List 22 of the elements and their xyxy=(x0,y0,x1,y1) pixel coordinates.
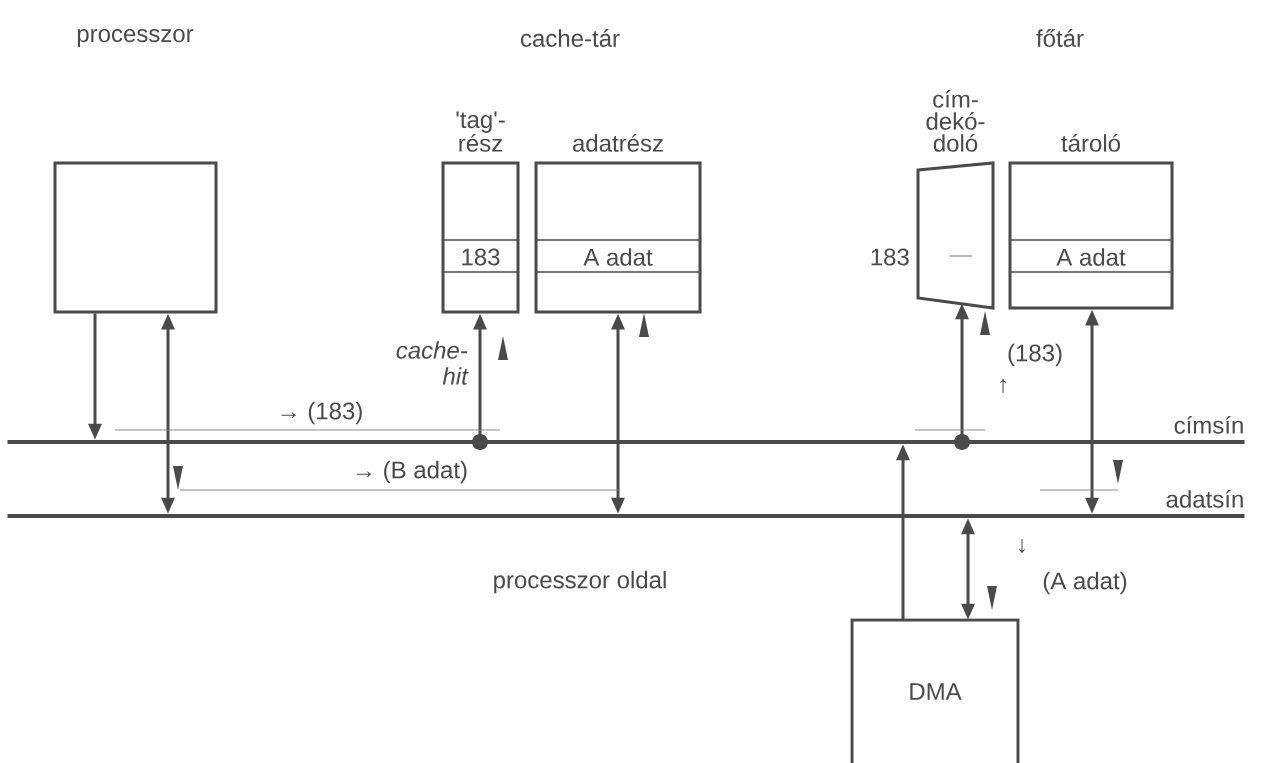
column-heading: adatrész xyxy=(573,133,663,152)
memory-box: A adat xyxy=(534,161,702,314)
memory-box: A adat xyxy=(1008,161,1174,310)
annotation-text: ↓ xyxy=(1019,538,1025,554)
address-value: 183 xyxy=(871,248,909,266)
memory-box: 183 xyxy=(441,161,520,314)
bus-label: címsín xyxy=(1174,415,1243,434)
bus-label: adatsín xyxy=(1166,489,1243,508)
annotation-text: (A adat) xyxy=(1043,571,1127,595)
dma-box: DMA xyxy=(850,618,1020,763)
column-heading: 'tag'- rész xyxy=(456,111,505,152)
annotation-text: → (B adat) xyxy=(356,460,467,484)
annotation-text: processzor xyxy=(77,29,194,47)
annotation-text: (183) xyxy=(1008,343,1062,367)
annotation-text: ↑ xyxy=(1000,378,1006,394)
processor-box xyxy=(53,161,218,314)
column-heading: cím- dekó- doló xyxy=(926,89,985,152)
edge-label: cache- hit xyxy=(396,341,469,385)
annotation-text: processzor oldal xyxy=(494,570,666,594)
annotation-text: cache-tár xyxy=(521,29,620,47)
column-heading: tároló xyxy=(1061,133,1120,152)
annotation-text: főtár xyxy=(1036,29,1084,47)
